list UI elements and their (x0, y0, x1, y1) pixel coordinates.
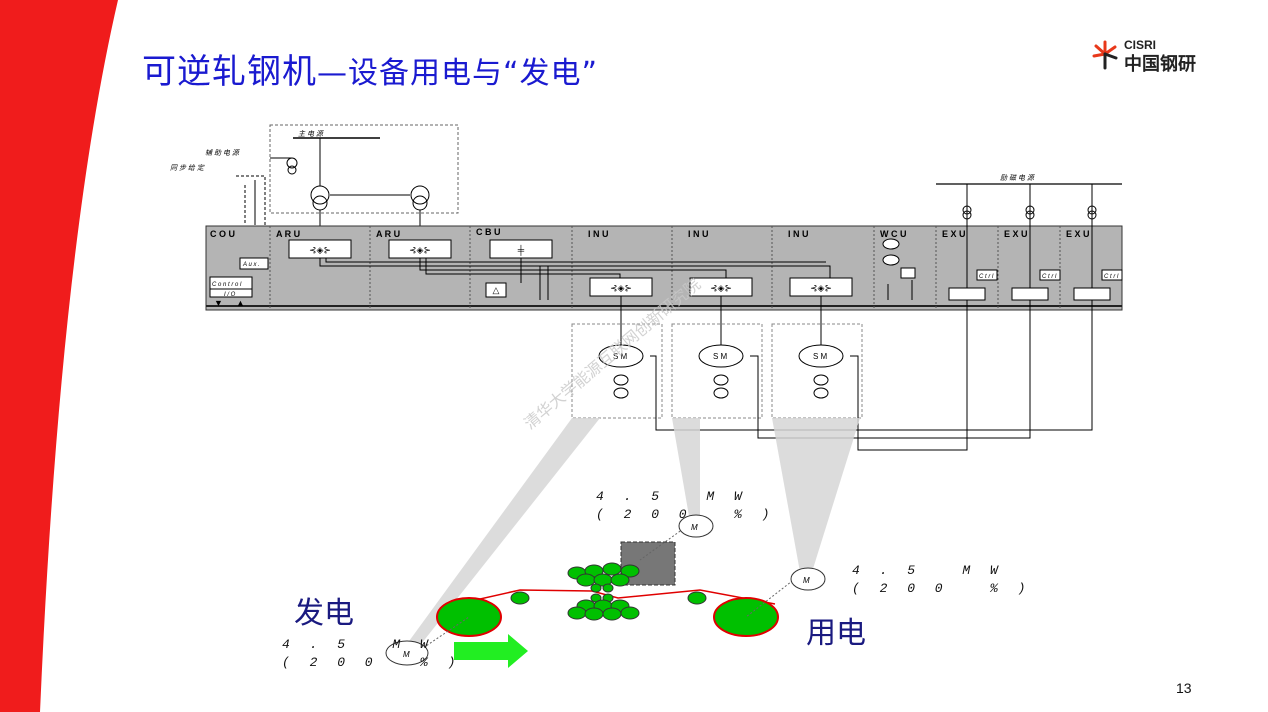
unit-label-inu-3: I N U (788, 229, 809, 239)
svg-text:⊰◈⊱: ⊰◈⊱ (309, 245, 331, 255)
logo-text-en: CISRI (1124, 38, 1157, 52)
svg-text:╪: ╪ (517, 244, 525, 256)
slide-title: 可逆轧钢机—设备用电与“发电” (142, 44, 598, 93)
lower-roll-cluster (567, 593, 640, 621)
svg-text:⊰◈⊱: ⊰◈⊱ (810, 283, 832, 293)
motor-left-symbol: M (403, 650, 410, 659)
svg-text:⊰◈⊱: ⊰◈⊱ (610, 283, 632, 293)
main-transformer-frame (269, 124, 459, 214)
ctrl-box-label-3: C t r l (1104, 274, 1119, 280)
rolling-direction-arrow (454, 634, 528, 668)
svg-text:▲: ▲ (236, 298, 245, 308)
title-main: 可逆轧钢机 (142, 52, 317, 92)
logo-icon (1092, 40, 1118, 70)
right-coiler (713, 597, 779, 637)
motor-right (790, 567, 826, 591)
unit-label-cbu: C B U (476, 227, 501, 237)
excitation-power-label: 励 磁 电 源 (1000, 174, 1036, 182)
left-coiler (436, 597, 502, 637)
power-top-line1: 4 . 5 M W (596, 489, 748, 504)
motor-top (678, 514, 714, 538)
generate-label: 发电 (294, 596, 354, 631)
svg-text:△: △ (493, 285, 500, 295)
io-box-label: I / O (224, 292, 236, 298)
aux-box-label: A u x . (242, 262, 260, 268)
power-rating-right: 4 . 5 M W ( 2 0 0 % ) (852, 562, 1031, 598)
cisri-logo: CISRI 中国钢研 (1090, 38, 1210, 75)
power-left-line1: 4 . 5 M W (282, 637, 434, 652)
power-top-line2: ( 2 0 0 % ) (596, 507, 776, 522)
ctrl-box-label-2: C t r l (1042, 274, 1057, 280)
power-rating-left: 4 . 5 M W ( 2 0 0 % ) (282, 636, 461, 672)
unit-label-wcu: W C U (880, 229, 907, 239)
power-right-line2: ( 2 0 0 % ) (852, 581, 1032, 596)
logo-text-cn: 中国钢研 (1124, 54, 1196, 75)
title-sub: —设备用电与“发电” (317, 56, 599, 91)
main-power-label: 主 电 源 (298, 130, 325, 138)
motor-top-symbol: M (691, 523, 698, 532)
unit-label-inu-2: I N U (688, 229, 709, 239)
ctrl-box-label-1: C t r l (979, 274, 994, 280)
svg-text:⊰◈⊱: ⊰◈⊱ (710, 283, 732, 293)
red-side-band (0, 0, 118, 712)
unit-label-aru-1: A R U (276, 229, 300, 239)
motor-left (385, 640, 429, 666)
unit-label-aru-2: A R U (376, 229, 400, 239)
control-box-label: C o n t r o l (212, 282, 242, 288)
unit-label-cou: C O U (210, 229, 235, 239)
motor-label-2: S M (713, 352, 728, 361)
stand-housing (620, 541, 676, 586)
unit-label-exu-3: E X U (1066, 229, 1090, 239)
unit-label-inu-1: I N U (588, 229, 609, 239)
page-number: 13 (1176, 680, 1192, 696)
unit-label-exu-2: E X U (1004, 229, 1028, 239)
sync-ref-label: 同 步 给 定 (170, 164, 205, 172)
svg-text:⊰◈⊱: ⊰◈⊱ (409, 245, 431, 255)
aux-power-label: 辅 助 电 源 (205, 149, 241, 157)
svg-text:▼: ▼ (214, 298, 223, 308)
motor-label-1: S M (613, 352, 628, 361)
power-left-line2: ( 2 0 0 % ) (282, 655, 462, 670)
motor-label-3: S M (813, 352, 828, 361)
consume-label: 用电 (806, 616, 866, 651)
power-rating-top: 4 . 5 M W ( 2 0 0 % ) (596, 488, 775, 524)
power-right-line1: 4 . 5 M W (852, 563, 1004, 578)
motor-right-symbol: M (803, 576, 810, 585)
upper-roll-cluster (567, 562, 640, 593)
unit-label-exu-1: E X U (942, 229, 966, 239)
